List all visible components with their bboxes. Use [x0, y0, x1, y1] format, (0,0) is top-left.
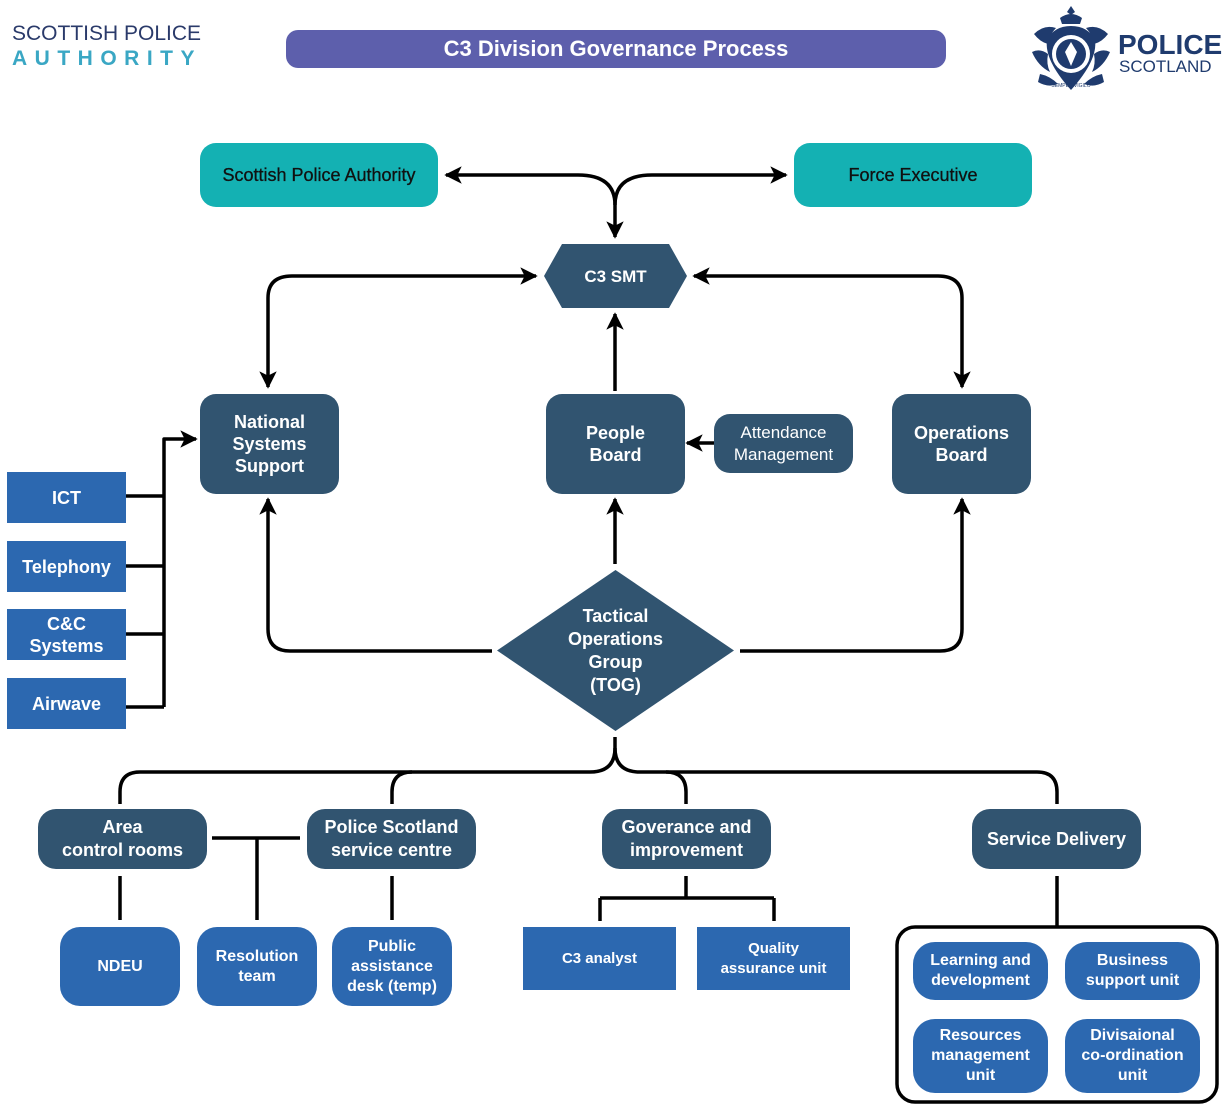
cc-systems-label: C&C Systems: [29, 613, 104, 656]
ps-service-centre-node: Police Scotland service centre: [307, 809, 476, 869]
page-title-text: C3 Division Governance Process: [443, 36, 789, 61]
airwave-label: Airwave: [31, 693, 102, 714]
resources-management-label: Resources management unit: [931, 1027, 1030, 1084]
attendance-management-label: Attendance Management: [733, 422, 834, 464]
people-board-label: People Board: [585, 423, 646, 465]
operations-board-label: Operations Board: [913, 423, 1010, 465]
ict-label: ICT: [52, 487, 81, 508]
spa-logo-line2: AUTHORITY: [12, 47, 202, 70]
divisional-coordination-node: Divisaional co-ordination unit: [1065, 1019, 1200, 1093]
airwave-node: Airwave: [7, 678, 126, 729]
resolution-team-node: Resolution team: [197, 927, 317, 1006]
tog-label-box: Tactical Operations Group (TOG): [517, 601, 714, 701]
spa-logo-line1: SCOTTISH POLICE: [12, 22, 202, 45]
ps-logo-line2: SCOTLAND: [1119, 57, 1212, 76]
cc-systems-node: C&C Systems: [7, 609, 126, 660]
ndeu-label: NDEU: [97, 957, 143, 975]
national-systems-support-label: National Systems Support: [232, 412, 307, 476]
people-board-node: People Board: [546, 394, 685, 494]
public-assistance-desk-node: Public assistance desk (temp): [332, 927, 452, 1006]
spa-node: Scottish Police Authority: [200, 143, 438, 207]
police-scotland-logo: SEMPER VIGILO POLICE SCOTLAND: [1026, 4, 1222, 94]
quality-assurance-label: Quality assurance unit: [720, 939, 827, 977]
business-support-node: Business support unit: [1065, 942, 1200, 1000]
tog-label: Tactical Operations Group (TOG): [567, 606, 664, 695]
police-scotland-badge-icon: SEMPER VIGILO: [1032, 6, 1110, 90]
badge-motto: SEMPER VIGILO: [1051, 83, 1090, 89]
resolution-team-label: Resolution team: [215, 947, 299, 985]
c3-smt-label: C3 SMT: [584, 267, 647, 286]
attendance-management-node: Attendance Management: [714, 414, 853, 473]
area-control-rooms-label: Area control rooms: [61, 817, 183, 860]
ict-node: ICT: [7, 472, 126, 523]
tog-node: [497, 570, 734, 731]
service-delivery-node: Service Delivery: [972, 809, 1141, 869]
learning-development-node: Learning and development: [913, 942, 1048, 1000]
national-systems-support-node: National Systems Support: [200, 394, 339, 494]
telephony-label: Telephony: [22, 556, 111, 577]
learning-development-label: Learning and development: [930, 952, 1031, 989]
governance-improvement-label: Goverance and improvement: [621, 817, 752, 860]
divisional-coordination-label: Divisaional co-ordination unit: [1081, 1027, 1184, 1084]
governance-improvement-node: Goverance and improvement: [602, 809, 771, 869]
business-support-label: Business support unit: [1085, 952, 1180, 989]
spa-label: Scottish Police Authority: [222, 164, 416, 185]
telephony-node: Telephony: [7, 541, 126, 592]
ndeu-node: NDEU: [60, 927, 180, 1006]
force-executive-node: Force Executive: [794, 143, 1032, 207]
quality-assurance-node: Quality assurance unit: [697, 927, 850, 990]
spa-logo: SCOTTISH POLICE AUTHORITY: [12, 22, 212, 72]
c3-analyst-label: C3 analyst: [561, 949, 638, 967]
public-assistance-desk-label: Public assistance desk (temp): [347, 937, 437, 995]
resources-management-node: Resources management unit: [913, 1019, 1048, 1093]
operations-board-node: Operations Board: [892, 394, 1031, 494]
c3-smt-node: C3 SMT: [544, 244, 687, 308]
area-control-rooms-node: Area control rooms: [38, 809, 207, 869]
c3-analyst-node: C3 analyst: [523, 927, 676, 990]
page-title: C3 Division Governance Process: [286, 30, 946, 68]
force-executive-label: Force Executive: [848, 164, 978, 185]
ps-service-centre-label: Police Scotland service centre: [324, 817, 459, 860]
ps-logo-line1: POLICE: [1118, 29, 1223, 60]
service-delivery-label: Service Delivery: [986, 828, 1127, 849]
